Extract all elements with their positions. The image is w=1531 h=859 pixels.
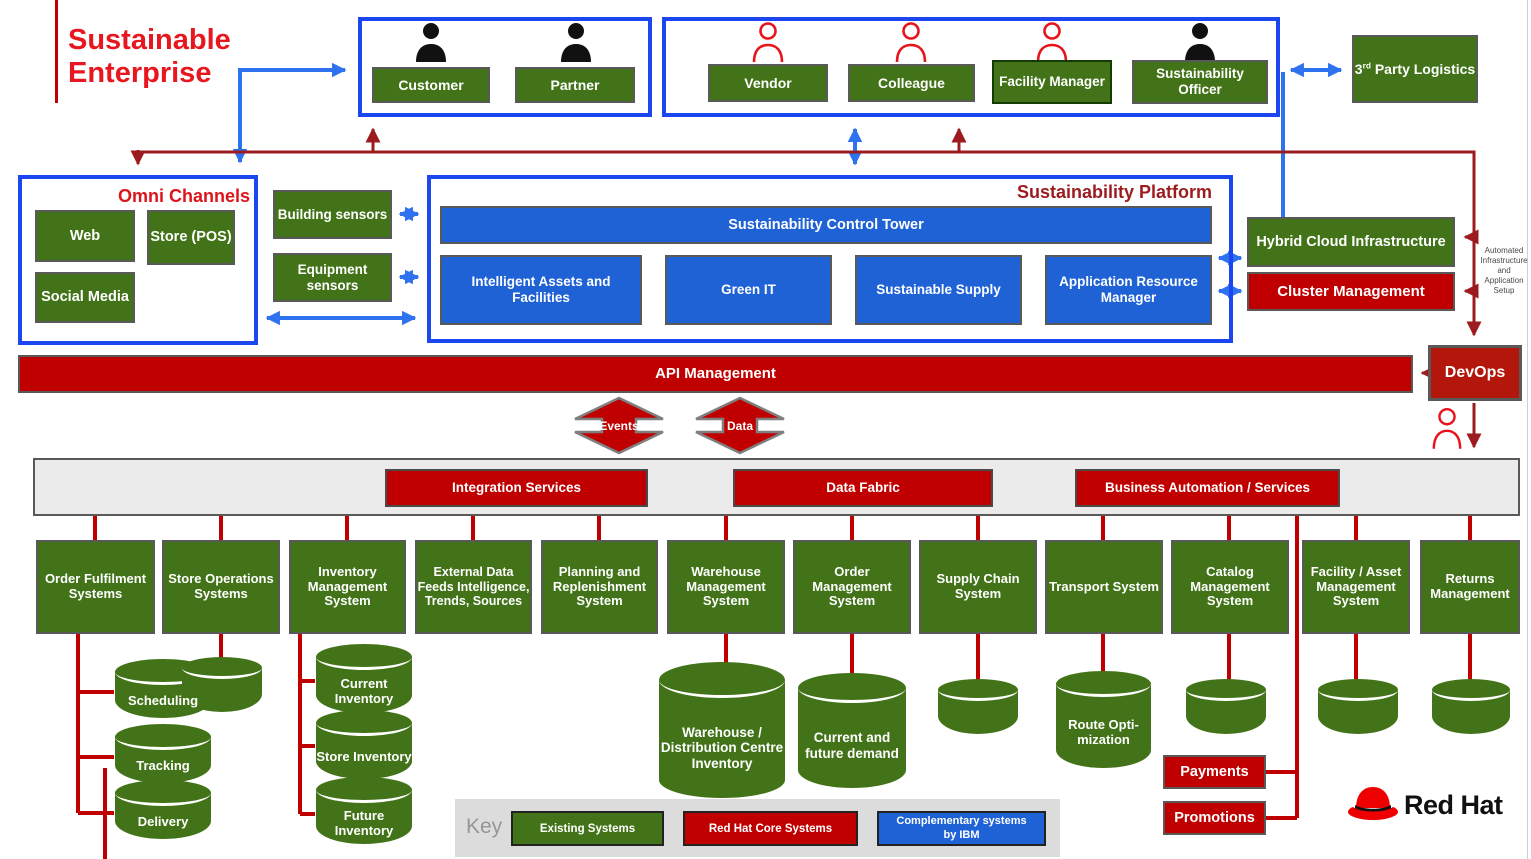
redhat-wordmark: Red Hat — [1404, 790, 1503, 820]
actor-colleague: Colleague — [848, 64, 975, 102]
third-party-rest: Party Logistics — [1370, 60, 1476, 77]
key-label: Key — [466, 815, 503, 838]
datastore-label: Current Inventory — [334, 675, 394, 706]
datastore-store-operations — [182, 657, 262, 712]
datastore-label: Future Inventory — [334, 807, 394, 838]
actor-sustainability-officer: Sustainability Officer — [1132, 60, 1268, 104]
system-order-fulfilment: Order Fulfilment Systems — [36, 540, 155, 634]
third-party-logistics-box: 3rd Party Logistics — [1352, 35, 1478, 103]
redhat-fedora-icon — [1345, 782, 1401, 831]
events-arrow-icon — [574, 396, 664, 455]
events-flow-label: Events — [599, 419, 639, 433]
third-party-num: 3 — [1354, 60, 1363, 77]
person-outline-icon — [894, 21, 928, 68]
person-outline-icon — [1035, 21, 1069, 68]
payments-box: Payments — [1163, 755, 1266, 789]
module-sustainable-supply: Sustainable Supply — [855, 255, 1022, 325]
actor-group-internal — [662, 17, 1280, 117]
datastore-warehouse-dc-inventory: Warehouse / Distribution Centre Inventor… — [659, 662, 785, 798]
building-sensors-box: Building sensors — [273, 190, 392, 239]
channel-store-pos: Store (POS) — [147, 210, 235, 265]
actor-partner: Partner — [515, 67, 635, 103]
data-flow-label: Data — [726, 419, 753, 433]
page-title: Sustainable Enterprise — [68, 24, 231, 90]
key-ibm-complementary: Complementary systems by IBM — [877, 811, 1046, 846]
system-store-operations: Store Operations Systems — [162, 540, 280, 634]
module-green-it: Green IT — [665, 255, 832, 325]
control-tower-box: Sustainability Control Tower — [440, 206, 1212, 244]
datastore-label: Scheduling — [127, 693, 199, 709]
business-automation-box: Business Automation / Services — [1075, 469, 1340, 507]
omni-channels-title: Omni Channels — [117, 186, 250, 206]
datastore-current-future-demand: Current and future demand — [798, 673, 906, 788]
cluster-management-box: Cluster Management — [1247, 272, 1455, 311]
datastore-supply-chain — [938, 679, 1018, 734]
datastore-label: Warehouse / Distribution Centre Inventor… — [660, 725, 784, 771]
dark-red-arrows — [130, 127, 1482, 449]
key-redhat-core-systems: Red Hat Core Systems — [683, 811, 858, 846]
actor-customer: Customer — [372, 67, 490, 103]
key-existing-systems: Existing Systems — [511, 811, 664, 846]
automation-note: Automated Infrastructure and Application… — [1480, 246, 1528, 295]
system-warehouse-management: Warehouse Management System — [667, 540, 785, 634]
actor-group-customers — [358, 17, 652, 117]
omni-channels-frame — [18, 175, 258, 345]
title-accent-line — [55, 0, 58, 103]
datastore-current-inventory: Current Inventory — [316, 644, 412, 713]
system-external-data-feeds: External Data Feeds Intelligence, Trends… — [415, 540, 532, 634]
system-returns: Returns Management — [1420, 540, 1520, 634]
channel-web: Web — [35, 210, 135, 262]
promotions-box: Promotions — [1163, 801, 1266, 835]
data-arrow-icon — [695, 396, 785, 455]
datastore-delivery: Delivery — [115, 780, 211, 839]
slide-edge — [1527, 0, 1528, 859]
person-outline-icon — [751, 21, 785, 68]
sustainability-platform-title: Sustainability Platform — [1016, 182, 1212, 202]
system-transport: Transport System — [1045, 540, 1163, 634]
datastore-scheduling: Scheduling — [115, 659, 211, 718]
person-icon — [559, 22, 593, 67]
module-app-resource-manager: Application Resource Manager — [1045, 255, 1212, 325]
system-catalog-management: Catalog Management System — [1171, 540, 1289, 634]
channel-social-media: Social Media — [35, 272, 135, 323]
datastore-label: Delivery — [137, 814, 189, 830]
actor-vendor: Vendor — [708, 64, 828, 102]
datastore-future-inventory: Future Inventory — [316, 777, 412, 844]
datastore-store-inventory: Store Inventory — [316, 710, 412, 779]
system-facility-asset: Facility / Asset Management System — [1302, 540, 1410, 634]
devops-person-icon — [1431, 406, 1463, 455]
third-party-ord: rd — [1362, 60, 1371, 71]
datastore-label: Route Opti-mization — [1068, 716, 1139, 747]
datastore-label: Store Inventory — [316, 749, 412, 765]
person-icon — [414, 22, 448, 67]
sustainability-platform-frame — [427, 175, 1233, 343]
datastore-catalog — [1186, 679, 1266, 734]
devops-box: DevOps — [1428, 345, 1522, 401]
module-intelligent-assets: Intelligent Assets and Facilities — [440, 255, 642, 325]
api-management-bar: API Management — [18, 355, 1413, 393]
integration-services-box: Integration Services — [385, 469, 648, 507]
system-planning-replenishment: Planning and Replenishment System — [541, 540, 658, 634]
datastore-label: Current and future demand — [805, 730, 899, 761]
actor-facility-manager: Facility Manager — [992, 60, 1112, 104]
flow-arrow-shapes — [574, 396, 785, 455]
datastore-returns — [1432, 679, 1510, 734]
datastore-route-optimization: Route Opti-mization — [1056, 671, 1151, 768]
equipment-sensors-box: Equipment sensors — [273, 253, 392, 302]
datastore-facility-asset — [1318, 679, 1398, 734]
system-inventory-management: Inventory Management System — [289, 540, 406, 634]
person-icon — [1183, 22, 1217, 67]
datastore-label: Tracking — [136, 758, 190, 774]
datastore-tracking: Tracking — [115, 724, 211, 783]
hybrid-cloud-box: Hybrid Cloud Infrastructure — [1247, 217, 1455, 267]
data-fabric-box: Data Fabric — [733, 469, 993, 507]
system-supply-chain: Supply Chain System — [919, 540, 1037, 634]
system-order-management: Order Management System — [793, 540, 911, 634]
